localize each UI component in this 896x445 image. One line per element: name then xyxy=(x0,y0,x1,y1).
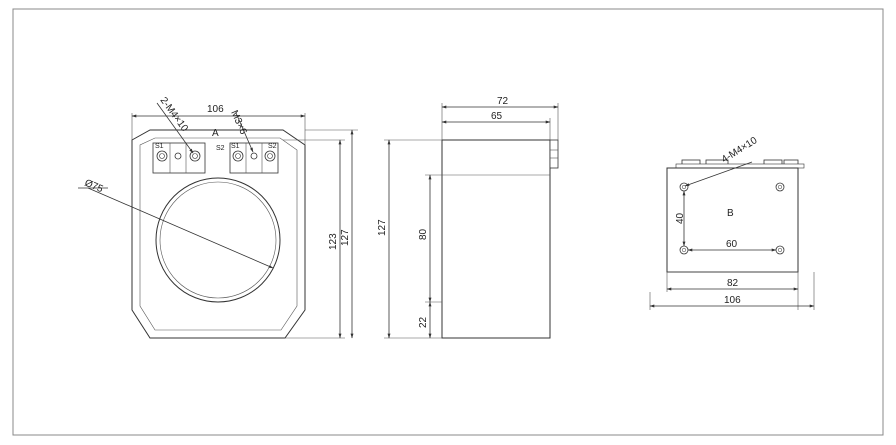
front-outer-height-dimension: 127 xyxy=(340,229,351,246)
front-view-label-a: A xyxy=(212,128,219,139)
side-body-width-dimension: 65 xyxy=(491,111,503,122)
bottom-inner-width-dimension: 82 xyxy=(727,278,739,289)
mounting-hole-icon xyxy=(679,182,689,192)
through-hole-inner xyxy=(159,181,277,299)
terminal-s1-left: S1 xyxy=(155,143,164,150)
mount-screw-leader xyxy=(684,161,753,187)
bottom-view-label-b: B xyxy=(727,208,734,219)
bottom-outer-width-dimension: 106 xyxy=(724,295,741,306)
side-total-width-dimension: 72 xyxy=(497,96,509,107)
mounting-hole-icon xyxy=(775,182,785,192)
side-body xyxy=(441,139,551,339)
screw-icon xyxy=(174,152,182,160)
side-view: 72 65 127 80 22 xyxy=(377,96,559,339)
terminal-screw-leader xyxy=(156,102,194,154)
through-hole xyxy=(155,177,281,303)
front-body-inner-outline xyxy=(139,137,298,331)
terminal-s1-right: S1 xyxy=(231,143,240,150)
side-mount-dimension: 80 xyxy=(418,228,429,240)
hole-height-dimension: 40 xyxy=(675,212,686,224)
front-view: S1 S2 S1 S2 A Ø75 2-M4×10 M3×6 106 123 1… xyxy=(78,95,358,339)
screw-icon xyxy=(250,152,258,160)
side-height-dimension: 127 xyxy=(377,219,388,236)
screw-icon xyxy=(232,150,244,162)
terminal-s2-right: S2 xyxy=(268,143,277,150)
hole-diameter-leader xyxy=(87,187,274,269)
screw-icon xyxy=(264,150,276,162)
drawing-frame xyxy=(12,8,884,436)
terminal-s2-left: S2 xyxy=(216,145,225,152)
hole-spacing-dimension: 60 xyxy=(726,239,738,250)
hole-diameter-dimension: Ø75 xyxy=(83,178,105,196)
front-width-dimension: 106 xyxy=(207,104,224,115)
screw-icon xyxy=(189,150,201,162)
mounting-hole-icon xyxy=(679,245,689,255)
mount-screw-note: 4-M4×10 xyxy=(720,135,760,166)
secondary-screw-leader xyxy=(235,112,254,153)
mounting-hole-icon xyxy=(775,245,785,255)
side-offset-dimension: 22 xyxy=(418,316,429,328)
side-terminal xyxy=(549,139,559,169)
bottom-view: B 4-M4×10 40 60 82 106 xyxy=(649,135,815,310)
terminal-screw-note: 2-M4×10 xyxy=(158,95,191,134)
screw-icon xyxy=(156,150,168,162)
front-inner-height-dimension: 123 xyxy=(328,233,339,250)
